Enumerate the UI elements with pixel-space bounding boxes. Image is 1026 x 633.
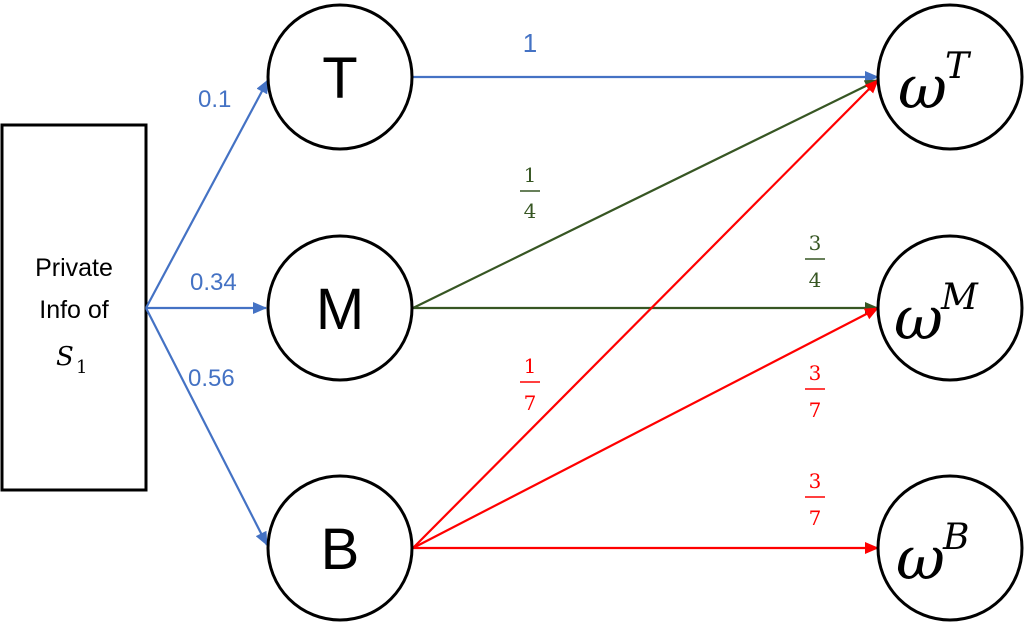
signal-node-B: B (266, 474, 414, 622)
edge-B-to-wT (412, 79, 879, 549)
fraction-B-to-wT: 1 7 (520, 354, 540, 415)
label-T-to-wT: 1 (523, 28, 537, 58)
prob-label-T: 0.1 (198, 86, 231, 113)
fraction-B-to-wM: 3 7 (805, 361, 825, 422)
fraction-denominator: 4 (809, 268, 822, 292)
fraction-numerator: 3 (809, 469, 822, 493)
signal-label-B: B (321, 517, 360, 582)
edge-M-to-wT (412, 79, 879, 309)
fraction-numerator: 3 (809, 361, 822, 385)
fraction-denominator: 7 (809, 506, 822, 530)
state-node-wM: ω M (876, 234, 1024, 382)
signal-node-T: T (266, 3, 414, 151)
state-superscript-T: T (945, 46, 972, 87)
signal-node-M: M (266, 234, 414, 382)
state-omega: ω (894, 284, 943, 354)
state-omega: ω (896, 524, 945, 594)
fraction-denominator: 7 (809, 398, 822, 422)
source-symbol: S (56, 342, 74, 372)
signal-label-M: M (316, 277, 364, 342)
state-node-wB: ω B (876, 474, 1024, 622)
source-line-1: Private (35, 254, 113, 282)
private-info-box: Private Info of S 1 (0, 123, 148, 492)
fraction-denominator: 7 (524, 391, 537, 415)
fraction-numerator: 3 (809, 231, 822, 255)
prob-label-M: 0.34 (190, 269, 237, 296)
source-edges: 0.1 0.34 0.56 (145, 79, 269, 546)
prob-label-B: 0.56 (188, 365, 235, 392)
fraction-denominator: 4 (524, 199, 537, 223)
state-superscript-M: M (940, 277, 979, 318)
state-edges (412, 71, 879, 554)
signal-label-T: T (322, 46, 357, 111)
edge-labels: 1 1 4 3 4 1 7 3 7 3 7 (520, 28, 825, 530)
fraction-B-to-wB: 3 7 (805, 469, 825, 530)
edge-source-to-B (145, 307, 268, 546)
source-line-2: Info of (39, 296, 109, 324)
state-superscript-B: B (942, 517, 969, 558)
fraction-numerator: 1 (524, 163, 537, 187)
state-node-wT: ω T (876, 3, 1024, 151)
fraction-M-to-wM: 3 4 (805, 231, 825, 292)
state-omega: ω (898, 53, 947, 123)
source-subscript: 1 (76, 357, 87, 378)
fraction-M-to-wT: 1 4 (520, 163, 540, 223)
edge-source-to-T (145, 79, 269, 309)
fraction-numerator: 1 (524, 354, 537, 378)
edge-B-to-wM (412, 307, 879, 549)
